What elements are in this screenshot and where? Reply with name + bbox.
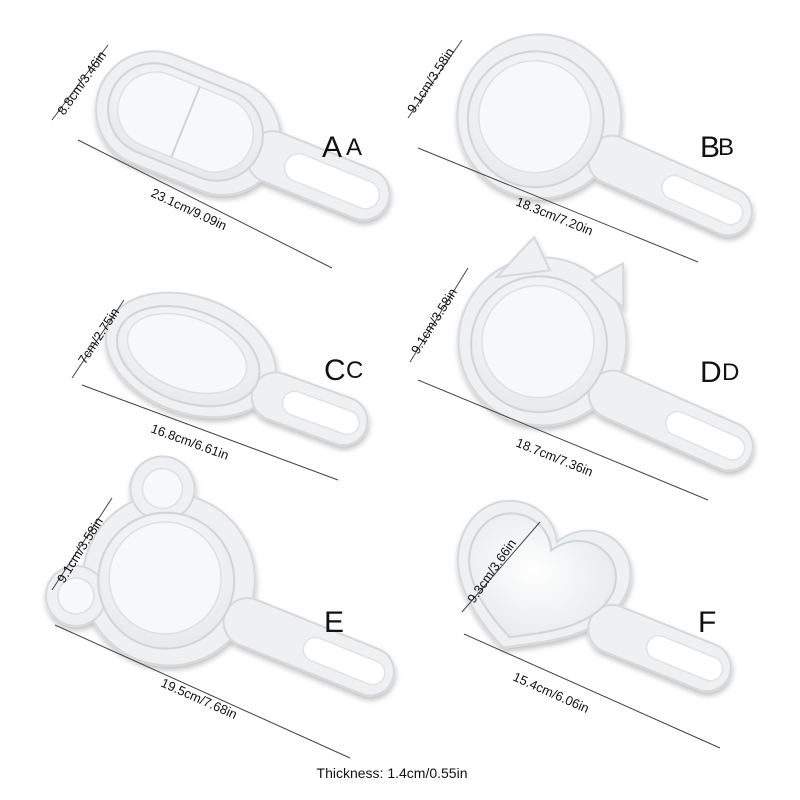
dim-line-width-c: [71, 299, 125, 379]
thickness-caption: Thickness: 1.4cm/0.55in: [317, 765, 468, 781]
mold-d: [457, 235, 754, 472]
mold-b: [456, 33, 753, 237]
dim-line-width-f: [461, 521, 541, 613]
dim-line-length-d: [417, 379, 709, 501]
dim-line-length-e: [54, 624, 351, 759]
mold-f: [456, 499, 732, 693]
letter-a: A: [322, 131, 342, 164]
mold-e: [44, 455, 396, 697]
letter-d: D: [700, 356, 722, 389]
dim-line-length-a: [77, 139, 333, 269]
letter-e: E: [324, 606, 344, 639]
mold-a: [94, 50, 391, 221]
letter-a-secondary: A: [346, 134, 362, 161]
length-label-e: 19.5cm/7.68in: [159, 675, 240, 722]
dim-line-width-a: [51, 44, 109, 121]
width-label-b: 9.1cm/3.58in: [404, 45, 457, 116]
dim-line-length-b: [417, 147, 699, 263]
dim-line-width-e: [51, 497, 113, 591]
dim-line-length-f: [463, 633, 721, 749]
letter-b: B: [700, 131, 720, 164]
dim-line-length-c: [81, 384, 339, 481]
dim-line-width-d: [409, 267, 469, 363]
dim-line-width-b: [407, 39, 463, 119]
letter-d-secondary: D: [722, 359, 739, 386]
mold-c: [104, 291, 369, 447]
length-label-d: 18.7cm/7.36in: [514, 435, 595, 480]
letter-f: F: [698, 606, 716, 639]
length-label-b: 18.3cm/7.20in: [514, 194, 595, 239]
length-label-f: 15.4cm/6.06in: [511, 669, 592, 716]
letter-c-secondary: C: [346, 357, 363, 384]
width-label-d: 9.1cm/3.58in: [408, 286, 460, 357]
letter-c: C: [324, 354, 346, 387]
letter-b-secondary: B: [718, 134, 734, 161]
